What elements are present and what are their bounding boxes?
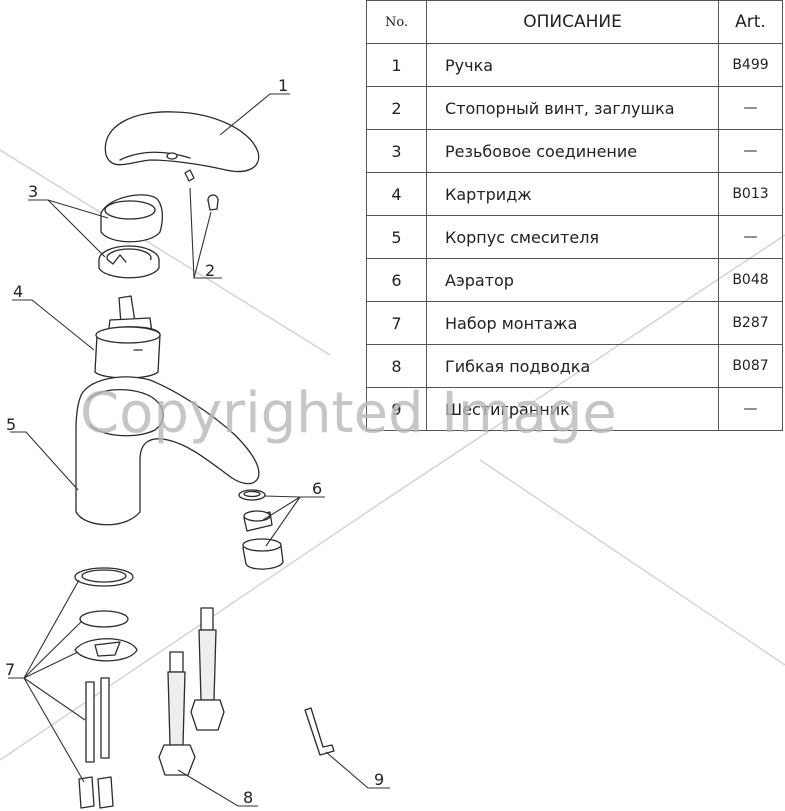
row-description: Стопорный винт, заглушка — [426, 86, 719, 130]
row-number: 7 — [366, 301, 427, 345]
hex-key-part — [304, 707, 335, 756]
row-art: — — [718, 215, 783, 259]
callout-7: 7 — [5, 660, 15, 679]
row-description: Аэратор — [426, 258, 719, 302]
callout-4: 4 — [13, 282, 23, 301]
table-header-row: No. ОПИСАНИЕ Art. — [366, 0, 783, 44]
row-art: B499 — [718, 43, 783, 87]
mounting-set-part — [74, 567, 138, 809]
header-no: No. — [366, 0, 427, 44]
row-art: — — [718, 86, 783, 130]
row-art: B013 — [718, 172, 783, 216]
flexible-hoses-part — [158, 607, 225, 776]
callout-3: 3 — [28, 182, 38, 201]
aerator-part — [238, 489, 284, 570]
callout-labels: 1 2 3 4 5 6 7 8 9 — [5, 76, 384, 807]
faucet-body-part — [75, 376, 260, 526]
row-art: B087 — [718, 344, 783, 388]
screw-and-plug-part — [184, 169, 219, 211]
handle-part — [104, 111, 260, 173]
header-art: Art. — [718, 0, 783, 44]
cartridge-part — [94, 295, 161, 379]
row-number: 3 — [366, 129, 427, 173]
row-description: Корпус смесителя — [426, 215, 719, 259]
callout-6: 6 — [312, 479, 322, 498]
row-art: B287 — [718, 301, 783, 345]
callout-5: 5 — [6, 415, 16, 434]
row-art: B048 — [718, 258, 783, 302]
callout-8: 8 — [243, 788, 253, 807]
row-number: 5 — [366, 215, 427, 259]
callout-9: 9 — [374, 770, 384, 789]
row-description: Шестигранник — [426, 387, 719, 431]
row-description: Набор монтажа — [426, 301, 719, 345]
row-number: 9 — [366, 387, 427, 431]
row-number: 1 — [366, 43, 427, 87]
leader-lines — [8, 93, 390, 807]
row-description: Ручка — [426, 43, 719, 87]
row-art: — — [718, 129, 783, 173]
row-art: — — [718, 387, 783, 431]
row-number: 6 — [366, 258, 427, 302]
row-number: 8 — [366, 344, 427, 388]
callout-2: 2 — [205, 261, 215, 280]
row-number: 2 — [366, 86, 427, 130]
row-description: Картридж — [426, 172, 719, 216]
header-description: ОПИСАНИЕ — [426, 0, 719, 44]
row-number: 4 — [366, 172, 427, 216]
threaded-connection-part — [98, 194, 164, 279]
callout-1: 1 — [278, 76, 288, 95]
row-description: Гибкая подводка — [426, 344, 719, 388]
row-description: Резьбовое соединение — [426, 129, 719, 173]
